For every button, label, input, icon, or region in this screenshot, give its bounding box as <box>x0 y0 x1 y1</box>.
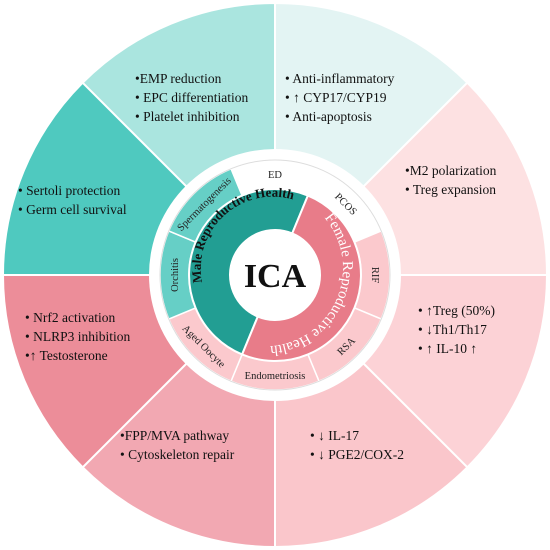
middle-ring-label-6: Orchitis <box>170 258 181 292</box>
outer-sector-7-line-0: • Sertoli protection <box>18 183 120 198</box>
outer-sector-1-line-2: • Anti-apoptosis <box>285 109 372 124</box>
outer-sector-4-line-0: • ↓ IL-17 <box>310 428 359 443</box>
center-label: ICA <box>244 258 307 295</box>
outer-sector-5-line-1: • Cytoskeleton repair <box>120 447 235 462</box>
center-circle <box>230 230 320 320</box>
outer-sector-6-line-0: • Nrf2 activation <box>25 310 115 325</box>
middle-ring <box>159 159 391 391</box>
middle-ring-label-4: Endometriosis <box>245 371 306 382</box>
outer-sector-3-line-2: • ↑ IL-10 ↑ <box>418 341 477 356</box>
outer-sector-6-line-2: •↑ Testosterone <box>25 348 108 363</box>
outer-sector-3-line-0: • ↑Treg (50%) <box>418 303 495 318</box>
outer-sector-0-line-0: •EMP reduction <box>135 71 222 86</box>
outer-sector-1-line-0: • Anti-inflammatory <box>285 71 395 86</box>
middle-ring-outline <box>159 159 391 391</box>
outer-sector-6-line-1: • NLRP3 inhibition <box>25 329 130 344</box>
outer-sector-7-line-1: • Germ cell survival <box>18 202 127 217</box>
outer-sector-1-line-1: • ↑ CYP17/CYP19 <box>285 90 387 105</box>
outer-sector-3-line-1: • ↓Th1/Th17 <box>418 322 487 337</box>
outer-text-group: •EMP reduction • EPC differentiation • Pla… <box>18 71 497 462</box>
outer-sector-0-line-1: • EPC differentiation <box>135 90 248 105</box>
outer-sector-4-line-1: • ↓ PGE2/COX-2 <box>310 447 404 462</box>
outer-sector-0-line-2: • Platelet inhibition <box>135 109 240 124</box>
outer-sector-2-line-1: • Treg expansion <box>405 182 496 197</box>
middle-ring-label-0: ED <box>268 170 282 181</box>
outer-sector-5-line-0: •FPP/MVA pathway <box>120 428 229 443</box>
outer-sector-2-line-0: •M2 polarization <box>405 163 497 178</box>
middle-ring-label-2: RIF <box>369 267 380 284</box>
